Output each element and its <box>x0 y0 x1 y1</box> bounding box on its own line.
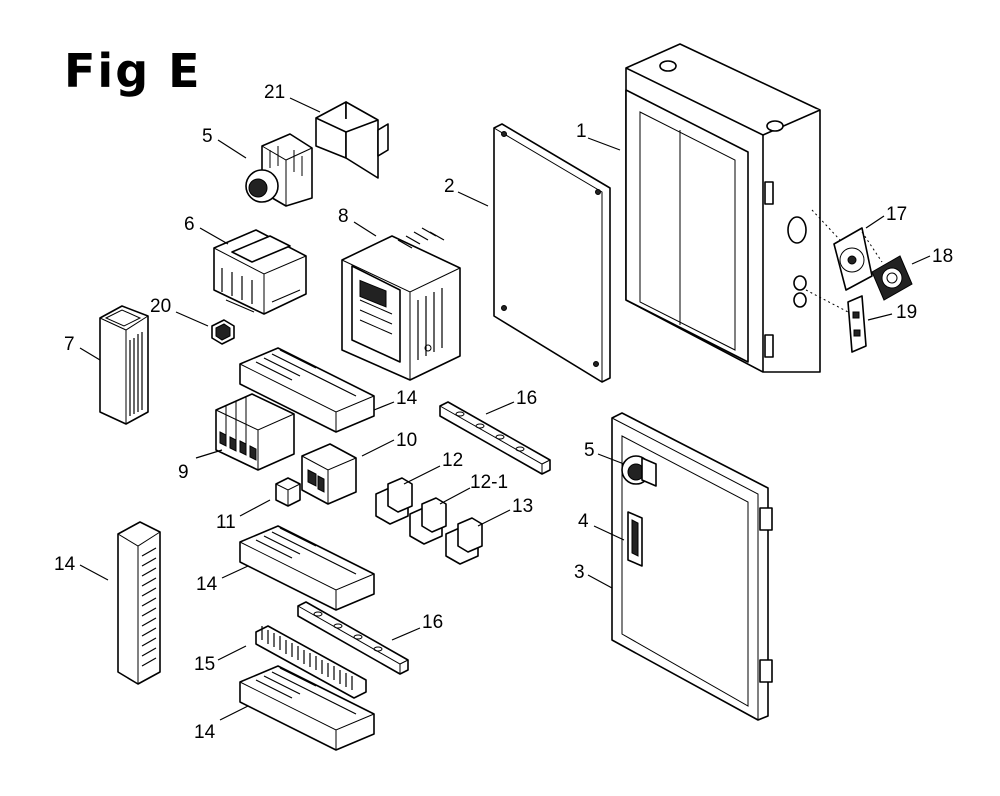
part-5-main-switch <box>245 133 313 207</box>
part-14-wiring-duct-top <box>239 347 375 433</box>
callout-2: 2 <box>444 176 455 197</box>
callout-17: 17 <box>886 204 907 225</box>
callout-10: 10 <box>396 430 417 451</box>
part-14-wiring-duct-bottom <box>239 665 375 751</box>
part-16-din-rail-top <box>439 401 551 475</box>
callout-15: 15 <box>194 654 215 675</box>
callout-16-top: 16 <box>516 388 537 409</box>
callout-14-vertical: 14 <box>54 554 76 575</box>
callout-14-middle: 14 <box>196 574 218 595</box>
callout-1: 1 <box>576 121 587 142</box>
part-16-din-rail-bottom <box>297 601 409 675</box>
part-12-1-relay <box>409 497 447 545</box>
part-14-wiring-duct-vertical <box>117 521 161 685</box>
callout-18: 18 <box>932 246 953 267</box>
figure-title: Fig E <box>64 44 202 98</box>
part-5-door-switch <box>621 455 657 487</box>
part-14-wiring-duct-middle <box>239 525 375 611</box>
callout-9: 9 <box>178 462 189 483</box>
callout-11: 11 <box>216 512 236 533</box>
part-19-outlet <box>847 295 867 353</box>
callout-5-switch: 5 <box>202 126 213 147</box>
callout-12-1: 12-1 <box>470 472 508 493</box>
callout-13: 13 <box>512 496 533 517</box>
part-10-contactor <box>301 443 357 505</box>
leader-lines <box>79 97 931 721</box>
part-15-terminal-block <box>255 625 367 699</box>
callout-20: 20 <box>150 296 171 317</box>
part-18-fan-grille <box>871 255 913 301</box>
callout-7: 7 <box>64 334 75 355</box>
part-17-fan <box>833 227 873 291</box>
callout-8: 8 <box>338 206 349 227</box>
part-13-relay <box>445 517 483 565</box>
part-8-inverter <box>341 227 461 381</box>
callout-6: 6 <box>184 214 195 235</box>
callout-19: 19 <box>896 302 917 323</box>
callout-5-door: 5 <box>584 440 595 461</box>
part-12-relay <box>375 477 413 525</box>
part-1-enclosure <box>625 43 821 373</box>
callout-21: 21 <box>264 82 285 103</box>
callout-3: 3 <box>574 562 585 583</box>
part-21-bracket <box>315 101 389 179</box>
callout-labels: 1 2 3 4 5 5 6 7 8 9 10 11 12 12-1 13 14 … <box>54 82 953 743</box>
part-9-circuit-breakers <box>215 393 295 471</box>
callout-16-bottom: 16 <box>422 612 443 633</box>
part-2-mounting-panel <box>493 123 611 383</box>
part-20-small-switch <box>211 319 235 345</box>
part-4-handle <box>627 511 643 567</box>
callout-4: 4 <box>578 511 589 532</box>
callout-14-top: 14 <box>396 388 418 409</box>
callout-12: 12 <box>442 450 463 471</box>
callout-14-bottom: 14 <box>194 722 216 743</box>
part-6-transformer <box>213 229 307 315</box>
part-3-door <box>611 412 773 721</box>
part-11-relay <box>275 477 301 507</box>
part-7-duct-cover <box>99 305 149 425</box>
